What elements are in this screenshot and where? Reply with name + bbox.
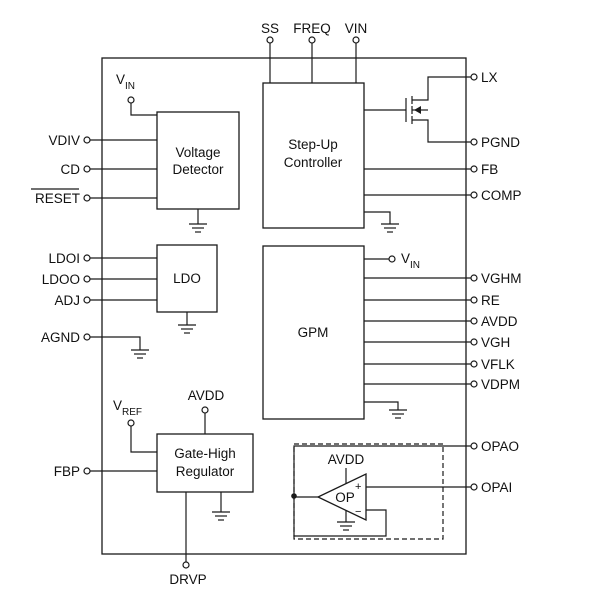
pin-agnd-label: AGND bbox=[41, 330, 80, 345]
pin-vghm-label: VGHM bbox=[481, 271, 522, 286]
ldo-label: LDO bbox=[173, 271, 201, 286]
ground-icon bbox=[189, 223, 207, 233]
pin-opao: OPAO bbox=[470, 439, 519, 454]
op-plus-sign: + bbox=[355, 481, 361, 493]
gate-high-label-1: Gate-High bbox=[174, 446, 236, 461]
pin-adj: ADJ bbox=[54, 293, 157, 308]
pin-vgh-label: VGH bbox=[481, 335, 510, 350]
pin-vdpm: VDPM bbox=[364, 377, 520, 392]
ground-icon bbox=[212, 511, 230, 521]
gate-high-label-2: Regulator bbox=[176, 464, 235, 479]
pin-vdpm-label: VDPM bbox=[481, 377, 520, 392]
pin-freq-label: FREQ bbox=[293, 21, 331, 36]
pin-vflk-label: VFLK bbox=[481, 357, 515, 372]
ground-icon bbox=[131, 349, 149, 359]
op-amp-label: OP bbox=[335, 490, 355, 505]
gpm-block bbox=[262, 245, 365, 420]
pin-ldoi-label: LDOI bbox=[48, 251, 80, 266]
pin-vin: VIN bbox=[345, 21, 368, 83]
op-minus-sign: − bbox=[355, 506, 361, 518]
pin-cd-label: CD bbox=[61, 162, 81, 177]
pin-ldoo: LDOO bbox=[42, 272, 157, 287]
pin-avdd-label: AVDD bbox=[481, 314, 518, 329]
step-up-controller-block bbox=[262, 82, 365, 229]
ground-icon bbox=[337, 521, 355, 531]
pin-vdiv: VDIV bbox=[48, 133, 157, 148]
vin-label-vdet: VIN bbox=[116, 72, 135, 92]
step-up-label-2: Controller bbox=[284, 155, 343, 170]
pin-lx-label: LX bbox=[481, 70, 498, 85]
step-up-label-1: Step-Up bbox=[288, 137, 338, 152]
ground-icon bbox=[381, 223, 399, 233]
pin-comp: COMP bbox=[364, 188, 522, 203]
vin-label-gpm: VIN bbox=[401, 251, 420, 271]
pin-cd: CD bbox=[61, 162, 157, 177]
op-amp-triangle bbox=[316, 472, 367, 522]
gpm-label: GPM bbox=[298, 325, 329, 340]
voltage-detector-label-1: Voltage bbox=[175, 145, 220, 160]
pin-lx: LX bbox=[470, 70, 498, 85]
pin-adj-label: ADJ bbox=[54, 293, 80, 308]
pin-fbp-label: FBP bbox=[54, 464, 80, 479]
pin-comp-label: COMP bbox=[481, 188, 522, 203]
pin-vdiv-label: VDIV bbox=[48, 133, 80, 148]
ground-icon bbox=[389, 409, 407, 419]
gate-high-regulator-block bbox=[156, 433, 254, 493]
pin-ss-label: SS bbox=[261, 21, 279, 36]
pin-ldoi: LDOI bbox=[48, 251, 157, 266]
pin-agnd: AGND bbox=[41, 330, 149, 359]
voltage-detector-label-2: Detector bbox=[172, 162, 224, 177]
pin-fb-label: FB bbox=[481, 162, 498, 177]
ground-icon bbox=[178, 324, 196, 334]
pin-opai: OPAI bbox=[470, 480, 512, 495]
pin-re: RE bbox=[364, 293, 500, 308]
pin-re-label: RE bbox=[481, 293, 500, 308]
pin-freq: FREQ bbox=[293, 21, 331, 83]
pin-vgh: VGH bbox=[364, 335, 510, 350]
vref-label: VREF bbox=[113, 398, 142, 418]
pin-vflk: VFLK bbox=[364, 357, 515, 372]
ldo-block bbox=[156, 244, 218, 313]
pin-vghm: VGHM bbox=[364, 271, 522, 286]
pin-opai-label: OPAI bbox=[481, 480, 512, 495]
pin-reset: RESET bbox=[31, 188, 157, 206]
pin-pgnd: PGND bbox=[470, 135, 520, 150]
pin-reset-label: RESET bbox=[35, 191, 80, 206]
pin-fb: FB bbox=[364, 162, 498, 177]
pin-fbp: FBP bbox=[54, 464, 157, 479]
pin-drvp: DRVP bbox=[169, 492, 207, 587]
avdd-op-label: AVDD bbox=[328, 452, 365, 467]
pin-avdd: AVDD bbox=[364, 314, 518, 329]
pin-vin-label: VIN bbox=[345, 21, 368, 36]
mosfet-icon bbox=[405, 76, 471, 143]
voltage-detector-block bbox=[156, 111, 240, 210]
avdd-gate-label: AVDD bbox=[188, 388, 225, 403]
pin-ss: SS bbox=[261, 21, 279, 83]
pin-drvp-label: DRVP bbox=[169, 572, 206, 587]
pin-ldoo-label: LDOO bbox=[42, 272, 80, 287]
pin-opao-label: OPAO bbox=[481, 439, 519, 454]
pin-pgnd-label: PGND bbox=[481, 135, 520, 150]
